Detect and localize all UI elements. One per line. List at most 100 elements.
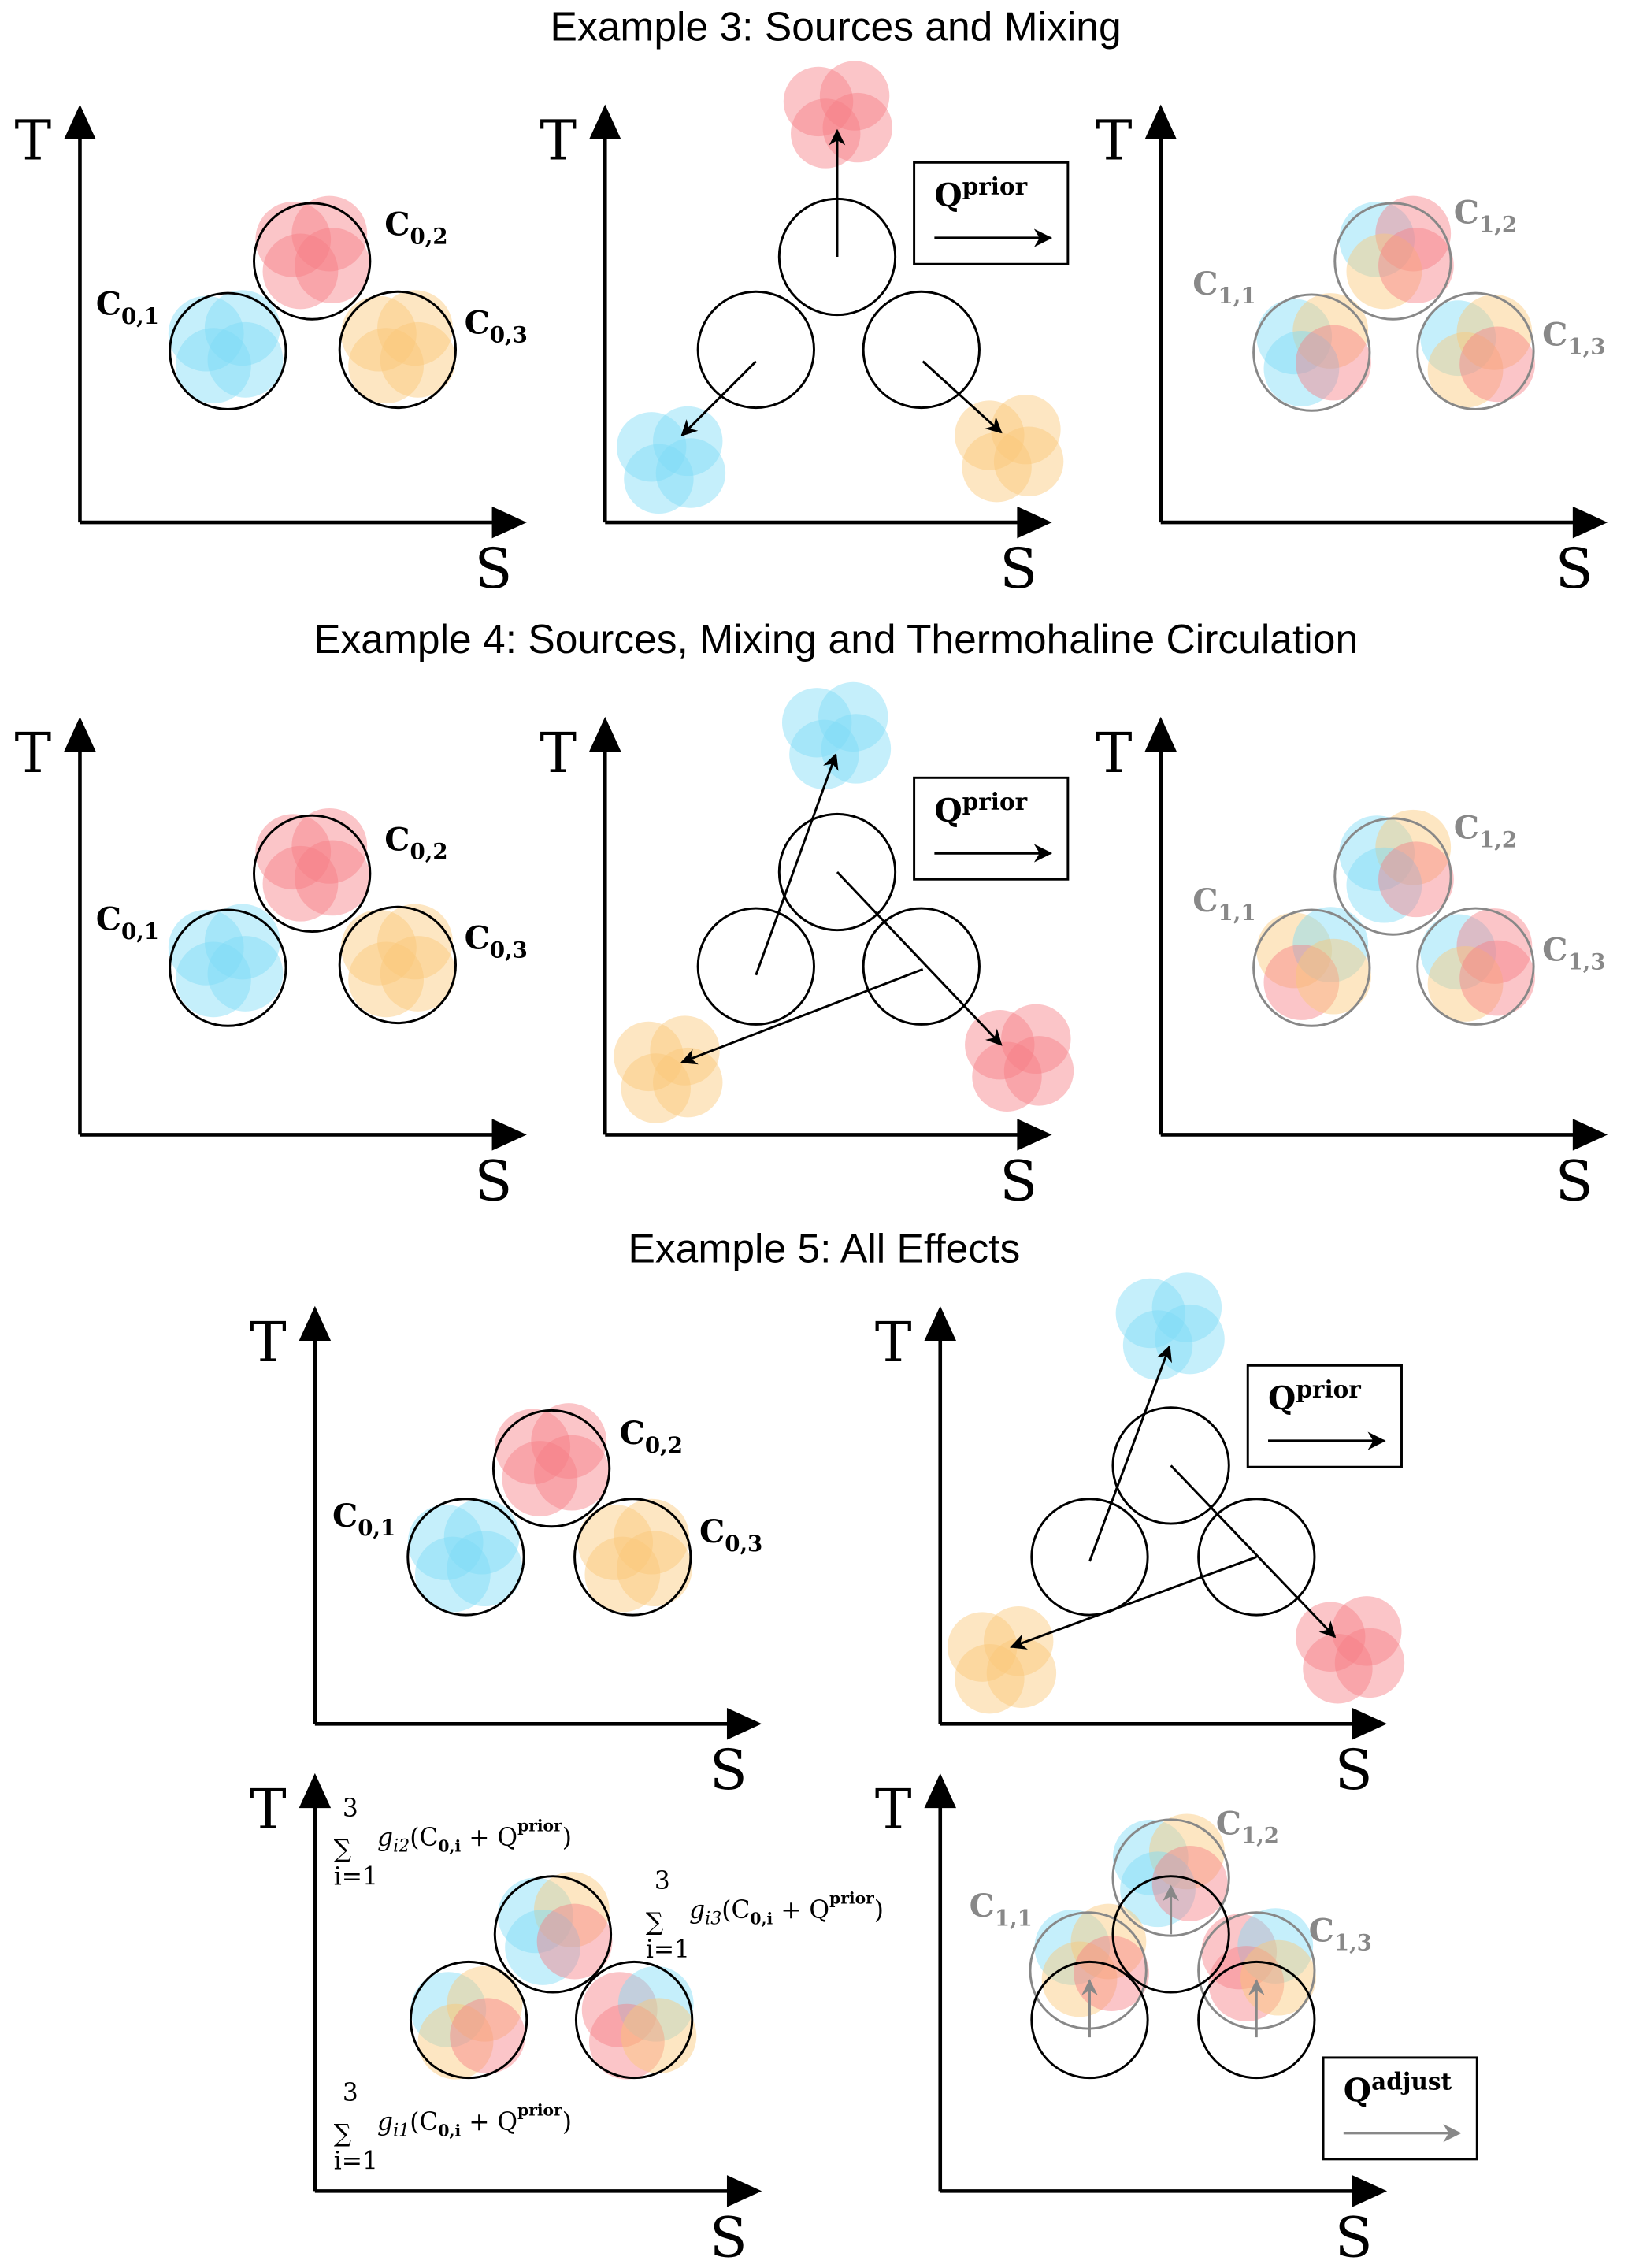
water-mass-label: C0,2 xyxy=(384,820,447,864)
x-axis-arrowhead xyxy=(1352,1707,1388,1740)
cluster-petal xyxy=(176,328,251,404)
sum-sign: ∑ xyxy=(334,2120,351,2148)
water-mass-label: C0,3 xyxy=(465,919,528,963)
cluster-petal xyxy=(1120,1851,1196,1928)
water-mass-label: C0,3 xyxy=(465,304,528,348)
legend-box: Qadjust xyxy=(1322,2056,1478,2161)
transport-arrow xyxy=(1010,1556,1257,1650)
cluster-petal xyxy=(443,1498,520,1575)
legend-frame xyxy=(1322,2056,1478,2161)
cluster-petal xyxy=(262,233,339,310)
cluster-mixed xyxy=(1256,907,1371,1020)
legend-label: Qprior xyxy=(934,788,1027,830)
cluster-petal xyxy=(1263,330,1340,406)
cluster-mixed xyxy=(1201,1908,1316,2021)
cluster-petal xyxy=(653,406,723,477)
end-member-circle xyxy=(862,290,981,410)
x-axis-label: S xyxy=(710,1738,747,1802)
x-axis-arrowhead xyxy=(491,506,527,539)
x-axis-arrowhead xyxy=(491,1119,527,1151)
cluster-blue xyxy=(1115,1272,1225,1380)
ts-axes: TS xyxy=(250,1305,762,1802)
x-axis-arrowhead xyxy=(726,2175,762,2207)
end-member-circle xyxy=(1111,1818,1230,1937)
cluster-petal xyxy=(822,92,892,163)
y-axis-arrowhead xyxy=(588,104,621,139)
cluster-mixed xyxy=(1420,294,1535,408)
cluster-petal xyxy=(533,1435,610,1511)
cluster-petal xyxy=(1427,332,1504,408)
legend-frame xyxy=(913,776,1070,881)
cluster-petal xyxy=(1459,326,1535,403)
cluster-petal xyxy=(655,438,726,508)
cluster-mixed xyxy=(1034,1903,1149,2017)
ts-axes: TS xyxy=(540,104,1052,601)
cluster-red xyxy=(965,1004,1074,1112)
cluster-petal xyxy=(621,1998,697,2074)
cluster-petal xyxy=(1001,1004,1071,1075)
end-member-circle xyxy=(491,1409,611,1528)
end-member-circle xyxy=(696,907,815,1026)
cluster-petal xyxy=(341,295,417,372)
x-axis-label: S xyxy=(999,1149,1037,1213)
transport-arrow xyxy=(836,871,1003,1046)
cluster-petal xyxy=(255,814,332,890)
cluster-petal xyxy=(255,202,332,277)
y-axis-label: T xyxy=(540,109,577,173)
cluster-petal xyxy=(380,321,456,398)
cluster-petal xyxy=(1041,1941,1118,2017)
cluster-petal xyxy=(1378,228,1454,303)
cluster-petal xyxy=(624,444,694,514)
x-axis-label: S xyxy=(1556,1149,1593,1213)
cluster-petal xyxy=(377,290,453,366)
end-member-circle xyxy=(338,290,458,410)
cluster-orange xyxy=(955,395,1064,503)
cluster-petal xyxy=(1332,1596,1402,1666)
cluster-petal xyxy=(1339,815,1415,891)
ts-axes: TS xyxy=(875,1305,1388,1802)
cluster-petal xyxy=(993,426,1064,496)
cluster-petal xyxy=(1256,912,1333,989)
y-axis-arrowhead xyxy=(64,716,96,752)
transport-arrow xyxy=(1088,1345,1172,1562)
water-mass-label: C1,2 xyxy=(1454,809,1517,853)
cluster-petal xyxy=(348,941,425,1018)
cluster-petal xyxy=(295,840,370,916)
end-member-circle xyxy=(493,1875,613,1994)
cluster-petal xyxy=(168,295,244,372)
formula-body: gi2(C0,i + Qprior) xyxy=(377,1817,572,1857)
cluster-petal xyxy=(614,1498,690,1575)
cluster-petal xyxy=(617,1965,694,2042)
y-axis-arrowhead xyxy=(64,104,96,139)
water-mass-label: C1,3 xyxy=(1309,1912,1372,1956)
water-mass-label: C1,1 xyxy=(970,1887,1033,1931)
x-axis-label: S xyxy=(1335,1738,1373,1802)
ts-axes: TS xyxy=(15,716,527,1213)
cluster-petal xyxy=(1263,945,1340,1020)
cluster-petal xyxy=(1375,195,1452,272)
cluster-blue xyxy=(616,406,726,514)
cluster-petal xyxy=(377,904,453,980)
cluster-petal xyxy=(962,432,1032,503)
transport-arrow xyxy=(755,752,839,976)
cluster-petal xyxy=(176,941,251,1018)
transport-arrow xyxy=(922,360,1003,434)
y-axis-arrowhead xyxy=(1144,104,1177,139)
end-member-circle xyxy=(1030,1960,1149,2080)
cluster-petal xyxy=(577,1505,654,1580)
water-mass-label: C1,2 xyxy=(1454,194,1517,238)
cluster-petal xyxy=(295,228,370,303)
legend-label: Qadjust xyxy=(1344,2067,1452,2109)
section-title-example-3: Example 3: Sources and Mixing xyxy=(551,4,1122,50)
cluster-petal xyxy=(947,1612,1018,1682)
end-member-circle xyxy=(1197,1498,1316,1617)
cluster-petal xyxy=(1240,1939,1316,2016)
cluster-petal xyxy=(972,1041,1042,1112)
y-axis-label: T xyxy=(1096,109,1133,173)
cluster-petal xyxy=(536,1903,613,1980)
cluster-blue xyxy=(168,904,284,1018)
legend-label: Qprior xyxy=(934,173,1027,214)
y-axis-arrowhead xyxy=(924,1772,957,1809)
cluster-blue xyxy=(407,1498,523,1613)
legend-label: Qprior xyxy=(1268,1375,1361,1417)
